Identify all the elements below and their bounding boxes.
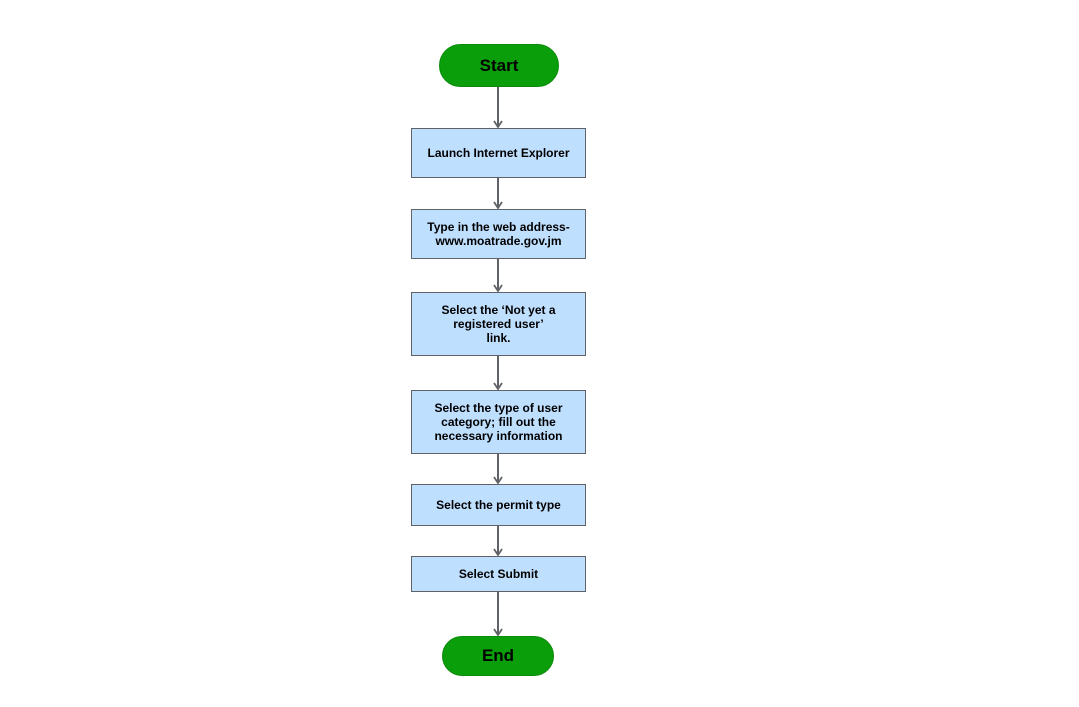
step-select-not-registered-link: Select the ‘Not yet a registered user’ l… [411,292,586,356]
step-select-user-category: Select the type of user category; fill o… [411,390,586,454]
end-terminal: End [442,636,554,676]
step-select-submit: Select Submit [411,556,586,592]
step-launch-browser: Launch Internet Explorer [411,128,586,178]
step-select-permit-type: Select the permit type [411,484,586,526]
start-terminal: Start [439,44,559,87]
step-type-web-address: Type in the web address- www.moatrade.go… [411,209,586,259]
